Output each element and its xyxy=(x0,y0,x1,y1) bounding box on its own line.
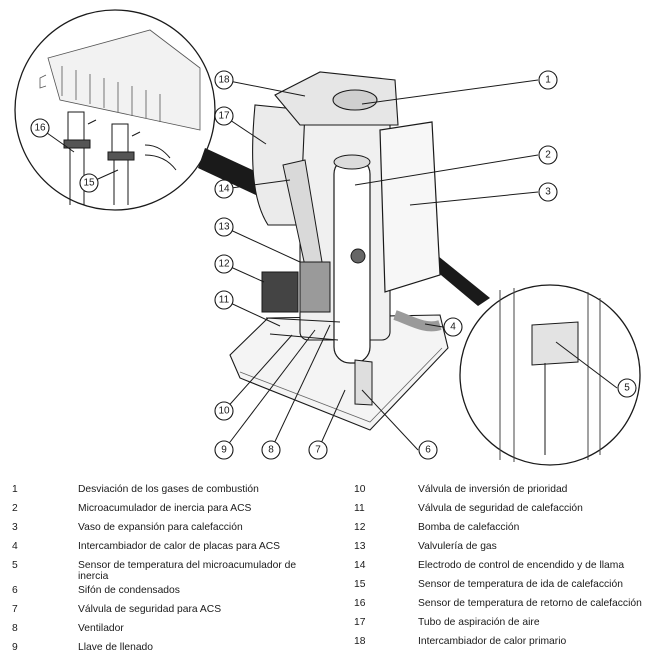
zoom-wedge-top xyxy=(198,148,270,196)
callout-8: 8 xyxy=(261,440,281,460)
legend-item: 6 Sifón de condensados xyxy=(12,585,340,604)
legend-number: 6 xyxy=(12,585,18,596)
legend-number: 13 xyxy=(354,541,366,552)
legend-label: Intercambiador de calor de placas para A… xyxy=(78,541,281,552)
svg-text:1: 1 xyxy=(545,75,551,86)
callout-1: 1 xyxy=(538,70,558,90)
svg-text:2: 2 xyxy=(545,150,551,161)
boiler-diagram: 1 2 3 4 5 6 7 8 9 10 11 12 13 14 15 16 1… xyxy=(14,9,641,466)
callout-15: 15 xyxy=(79,173,99,193)
legend-label: Desviación de los gases de combustión xyxy=(78,484,259,495)
callout-16: 16 xyxy=(30,118,50,138)
legend-label: Sensor de temperatura del microacumulado… xyxy=(78,560,297,582)
callout-3: 3 xyxy=(538,182,558,202)
svg-text:10: 10 xyxy=(218,406,230,417)
legend-label: Valvulería de gas xyxy=(418,541,497,552)
legend-label: Electrodo de control de encendido y de l… xyxy=(418,560,625,571)
legend-number: 1 xyxy=(12,484,18,495)
legend-item: 8 Ventilador xyxy=(12,623,340,642)
legend-number: 17 xyxy=(354,617,366,628)
legend-number: 9 xyxy=(12,642,18,653)
svg-text:16: 16 xyxy=(34,123,46,134)
svg-text:14: 14 xyxy=(218,184,230,195)
leader-lines xyxy=(39,79,618,451)
svg-text:6: 6 xyxy=(425,445,431,456)
legend-number: 12 xyxy=(354,522,366,533)
svg-text:12: 12 xyxy=(218,259,230,270)
svg-text:7: 7 xyxy=(315,445,321,456)
legend-number: 2 xyxy=(12,503,18,514)
legend-number: 7 xyxy=(12,604,18,615)
svg-text:11: 11 xyxy=(219,295,230,306)
legend-label: Tubo de aspiración de aire xyxy=(418,617,540,628)
legend-item: 11 Válvula de seguridad de calefacción xyxy=(354,503,654,522)
legend-item: 2 Microacumulador de inercia para ACS xyxy=(12,503,340,522)
svg-text:9: 9 xyxy=(221,445,227,456)
legend-item: 7 Válvula de seguridad para ACS xyxy=(12,604,340,623)
callout-4: 4 xyxy=(443,317,463,337)
legend-item: 17 Tubo de aspiración de aire xyxy=(354,617,654,636)
svg-text:13: 13 xyxy=(218,222,230,233)
callout-17: 17 xyxy=(214,106,234,126)
legend-number: 4 xyxy=(12,541,18,552)
legend-item: 4 Intercambiador de calor de placas para… xyxy=(12,541,340,560)
legend-item: 1 Desviación de los gases de combustión xyxy=(12,484,340,503)
legend-item: 16 Sensor de temperatura de retorno de c… xyxy=(354,598,654,617)
legend-number: 18 xyxy=(354,636,366,647)
svg-text:3: 3 xyxy=(545,187,551,198)
callout-5: 5 xyxy=(617,378,637,398)
legend-number: 5 xyxy=(12,560,18,571)
detail-top-left xyxy=(14,9,216,211)
legend-item: 14 Electrodo de control de encendido y d… xyxy=(354,560,654,579)
legend-item: 18 Intercambiador de calor primario xyxy=(354,636,654,655)
legend-number: 11 xyxy=(354,503,365,514)
legend-item: 15 Sensor de temperatura de ida de calef… xyxy=(354,579,654,598)
legend-number: 16 xyxy=(354,598,366,609)
legend-column-left: 1 Desviación de los gases de combustión … xyxy=(12,484,340,661)
detail-bottom-right xyxy=(459,284,641,466)
legend-item: 9 Llave de llenado xyxy=(12,642,340,661)
legend-number: 10 xyxy=(354,484,366,495)
svg-text:15: 15 xyxy=(83,178,95,189)
callout-9: 9 xyxy=(214,440,234,460)
legend-label: Vaso de expansión para calefacción xyxy=(78,522,243,533)
legend-number: 14 xyxy=(354,560,366,571)
legend-label: Sifón de condensados xyxy=(78,585,180,596)
legend-label: Sensor de temperatura de ida de calefacc… xyxy=(418,579,623,590)
callout-18: 18 xyxy=(214,70,234,90)
legend-item: 3 Vaso de expansión para calefacción xyxy=(12,522,340,541)
legend-label: Válvula de seguridad de calefacción xyxy=(418,503,583,514)
legend-item: 10 Válvula de inversión de prioridad xyxy=(354,484,654,503)
legend-column-right: 10 Válvula de inversión de prioridad 11 … xyxy=(354,484,654,655)
svg-text:8: 8 xyxy=(268,445,274,456)
callout-2: 2 xyxy=(538,145,558,165)
svg-text:5: 5 xyxy=(624,383,630,394)
legend-label: Ventilador xyxy=(78,623,124,634)
legend-item: 12 Bomba de calefacción xyxy=(354,522,654,541)
svg-text:4: 4 xyxy=(450,322,456,333)
callout-11: 11 xyxy=(214,290,234,310)
callout-6: 6 xyxy=(418,440,438,460)
legend: 1 Desviación de los gases de combustión … xyxy=(0,476,660,671)
svg-text:18: 18 xyxy=(218,75,230,86)
legend-item: 13 Valvulería de gas xyxy=(354,541,654,560)
legend-label: Intercambiador de calor primario xyxy=(418,636,567,647)
legend-item: 5 Sensor de temperatura del microacumula… xyxy=(12,560,340,585)
svg-text:17: 17 xyxy=(218,111,230,122)
callout-14: 14 xyxy=(214,179,234,199)
callout-7: 7 xyxy=(308,440,328,460)
callout-13: 13 xyxy=(214,217,234,237)
legend-label: Microacumulador de inercia para ACS xyxy=(78,503,252,514)
legend-number: 3 xyxy=(12,522,18,533)
legend-label: Válvula de inversión de prioridad xyxy=(418,484,568,495)
legend-number: 8 xyxy=(12,623,18,634)
legend-label: Sensor de temperatura de retorno de cale… xyxy=(418,598,642,609)
callout-10: 10 xyxy=(214,401,234,421)
boiler-body xyxy=(229,71,449,431)
legend-label: Válvula de seguridad para ACS xyxy=(78,604,222,615)
callout-12: 12 xyxy=(214,254,234,274)
legend-label: Llave de llenado xyxy=(78,642,153,653)
legend-number: 15 xyxy=(354,579,366,590)
legend-label: Bomba de calefacción xyxy=(418,522,520,533)
